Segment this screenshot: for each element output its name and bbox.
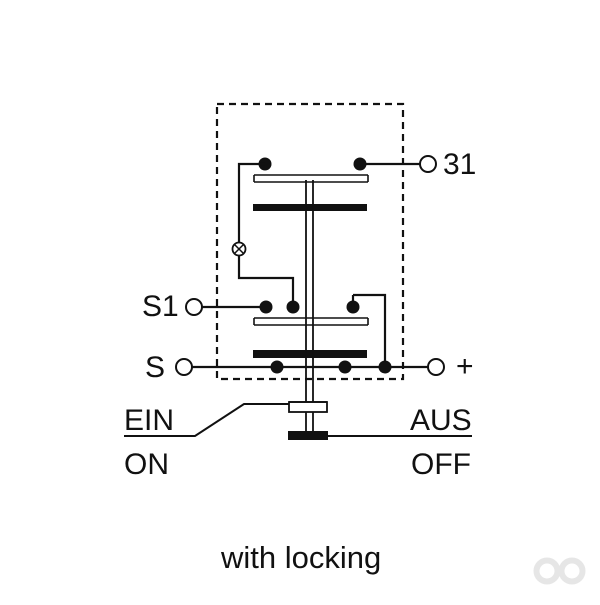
actuator-rod: [305, 180, 314, 440]
on-label-de: EIN: [124, 404, 174, 437]
switch-lever: [288, 401, 328, 440]
terminal-31-wiring: [258, 155, 437, 173]
on-position-leader: [124, 403, 289, 437]
lower-bridge-bar: [253, 350, 367, 358]
upper-contact-rail: [253, 174, 369, 183]
off-label-de: AUS: [410, 404, 472, 437]
off-label-en: OFF: [411, 448, 471, 481]
terminal-s1-label: S1: [142, 290, 179, 323]
terminal-s-plus-wiring: [175, 358, 445, 376]
terminal-31-label: 31: [443, 148, 476, 181]
lamp-branch: [231, 162, 295, 307]
plus-feed-wiring: [346, 293, 387, 367]
terminal-plus-label: +: [456, 350, 474, 383]
infinity-logo-icon: [533, 557, 586, 585]
lamp-icon: [231, 241, 247, 257]
housing-dashed-border: [215, 102, 405, 381]
terminal-s-label: S: [145, 351, 165, 384]
diagram-caption: with locking: [220, 540, 381, 575]
on-label-en: ON: [124, 448, 169, 481]
middle-contact-rail: [253, 317, 369, 326]
upper-bridge-bar: [253, 204, 367, 211]
terminal-s1-wiring: [185, 298, 300, 316]
